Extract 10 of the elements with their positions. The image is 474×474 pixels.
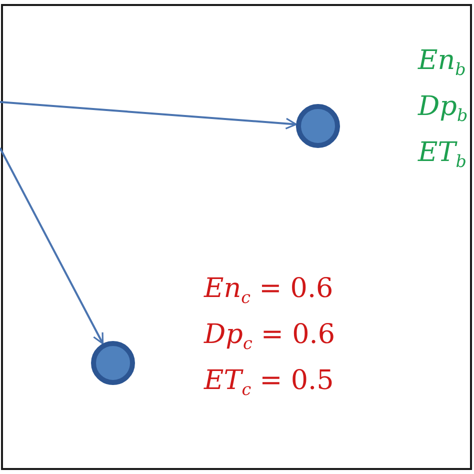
variable-equation: Dp$_{b}$ xyxy=(418,90,468,127)
arrow xyxy=(0,101,297,130)
variable-equation: ET$_{c}$ = 0.5 xyxy=(204,364,334,401)
arrow xyxy=(0,148,104,344)
variable-equation: Dp$_{c}$ = 0.6 xyxy=(204,318,336,355)
node-circle xyxy=(91,341,135,385)
variable-equation: ET$_{b}$ xyxy=(418,136,466,173)
variable-equation: En$_{c}$ = 0.6 xyxy=(204,272,334,309)
node-circle xyxy=(296,104,340,148)
variable-equation: En$_{b}$ xyxy=(418,44,466,81)
